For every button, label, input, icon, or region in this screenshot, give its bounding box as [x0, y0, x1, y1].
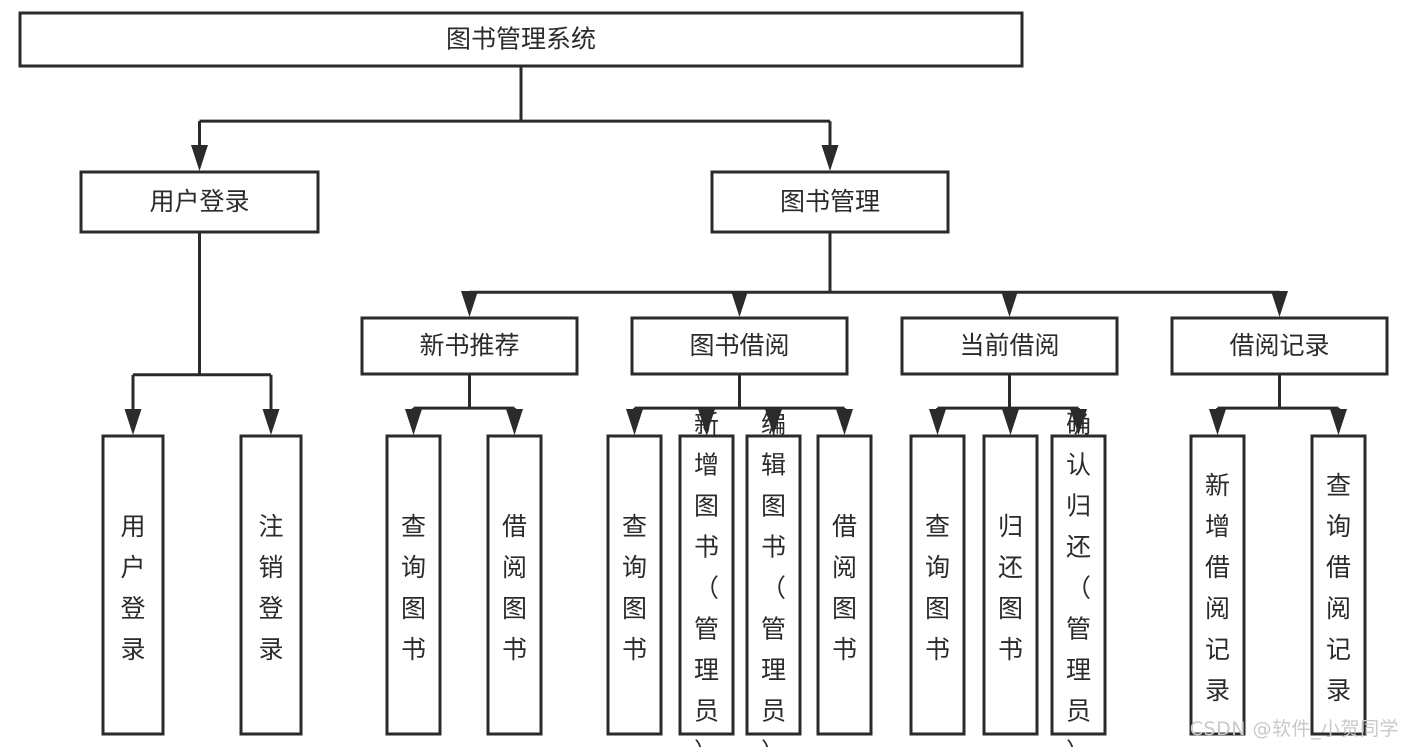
node-box [710, 170, 950, 234]
node-box [900, 316, 1119, 376]
arrow-head-icon [929, 409, 946, 435]
node-root[interactable]: 图书管理系统 [18, 11, 1024, 68]
node-layer: 图书管理系统用户登录图书管理新书推荐图书借阅当前借阅借阅记录用户登录注销登录查询… [18, 11, 1389, 747]
connector-group-new-book-rec [405, 374, 523, 435]
node-box [630, 316, 849, 376]
arrow-head-icon [836, 409, 853, 435]
node-leaf-add-record[interactable]: 新增借阅记录 [1189, 434, 1246, 736]
connector-group-book-manage [461, 232, 1288, 317]
node-user-login[interactable]: 用户登录 [79, 170, 320, 234]
node-box [385, 434, 442, 736]
node-new-book-rec[interactable]: 新书推荐 [360, 316, 579, 376]
node-leaf-query-book-2[interactable]: 查询图书 [606, 434, 663, 736]
connector-group-user-login [124, 232, 280, 435]
node-label: 借阅图书 [502, 512, 527, 664]
arrow-head-icon [1330, 409, 1347, 435]
node-box [18, 11, 1024, 68]
node-book-borrow[interactable]: 图书借阅 [630, 316, 849, 376]
node-label: 归还图书 [998, 512, 1023, 664]
node-box [101, 434, 165, 736]
node-label: 新增图书（管理员） [694, 409, 719, 747]
node-book-manage[interactable]: 图书管理 [710, 170, 950, 234]
node-box [79, 170, 320, 234]
node-label: 图书借阅 [689, 331, 789, 360]
node-leaf-logout[interactable]: 注销登录 [239, 434, 303, 736]
node-label: 借阅图书 [832, 512, 857, 664]
node-box [360, 316, 579, 376]
node-box [606, 434, 663, 736]
node-box [1189, 434, 1246, 736]
node-box [1170, 316, 1389, 376]
arrow-head-icon [1070, 409, 1087, 435]
arrow-head-icon [765, 409, 782, 435]
arrow-head-icon [262, 409, 280, 435]
node-label: 借阅记录 [1229, 331, 1329, 360]
arrow-head-icon [461, 291, 478, 317]
node-leaf-borrow-book-1[interactable]: 借阅图书 [486, 434, 543, 736]
arrow-head-icon [1271, 291, 1288, 317]
node-box [745, 434, 802, 736]
node-leaf-borrow-book-2[interactable]: 借阅图书 [816, 434, 873, 736]
node-leaf-query-book-3[interactable]: 查询图书 [909, 434, 966, 736]
node-label: 查询借阅记录 [1326, 471, 1351, 705]
arrow-head-icon [821, 145, 839, 171]
node-box [239, 434, 303, 736]
node-label: 确认归还（管理员） [1066, 409, 1091, 747]
connector-group-current-borrow [929, 374, 1087, 435]
node-box [909, 434, 966, 736]
arrow-head-icon [405, 409, 422, 435]
arrow-head-icon [191, 145, 208, 171]
connector-group-book-borrow [626, 374, 853, 435]
node-label: 注销登录 [258, 512, 283, 664]
node-label: 新增借阅记录 [1205, 471, 1230, 705]
node-box [982, 434, 1039, 736]
node-label: 查询图书 [401, 512, 426, 664]
arrow-head-icon [731, 291, 748, 317]
node-label: 查询图书 [925, 512, 950, 664]
node-leaf-edit-book[interactable]: 编辑图书（管理员） [745, 409, 802, 747]
node-current-borrow[interactable]: 当前借阅 [900, 316, 1119, 376]
node-label: 当前借阅 [959, 331, 1059, 360]
node-label: 查询图书 [622, 512, 647, 664]
arrow-head-icon [1001, 291, 1018, 317]
connector-group-borrow-record [1209, 374, 1347, 435]
node-box [678, 434, 735, 736]
node-leaf-query-book-1[interactable]: 查询图书 [385, 434, 442, 736]
node-label: 新书推荐 [419, 331, 519, 360]
node-box [1050, 434, 1107, 736]
arrow-head-icon [124, 409, 142, 435]
node-leaf-return-book[interactable]: 归还图书 [982, 434, 1039, 736]
arrow-head-icon [506, 409, 523, 435]
node-leaf-user-login[interactable]: 用户登录 [101, 434, 165, 736]
node-borrow-record[interactable]: 借阅记录 [1170, 316, 1389, 376]
node-box [816, 434, 873, 736]
arrow-head-icon [1002, 409, 1019, 435]
node-leaf-add-book[interactable]: 新增图书（管理员） [678, 409, 735, 747]
node-label: 图书管理系统 [446, 25, 596, 54]
node-label: 编辑图书（管理员） [761, 409, 786, 747]
arrow-head-icon [1209, 409, 1226, 435]
arrow-head-icon [626, 409, 643, 435]
csdn-watermark: CSDN @软件_小贺同学 [1189, 718, 1399, 740]
arrow-head-icon [698, 409, 715, 435]
node-leaf-confirm-return[interactable]: 确认归还（管理员） [1050, 409, 1107, 747]
node-label: 图书管理 [780, 187, 880, 216]
node-box [1310, 434, 1367, 736]
node-label: 用户登录 [149, 187, 249, 216]
connector-group-root [191, 66, 839, 171]
connector-layer [124, 66, 1347, 435]
node-box [486, 434, 543, 736]
node-label: 用户登录 [120, 512, 145, 664]
node-leaf-query-record[interactable]: 查询借阅记录 [1310, 434, 1367, 736]
